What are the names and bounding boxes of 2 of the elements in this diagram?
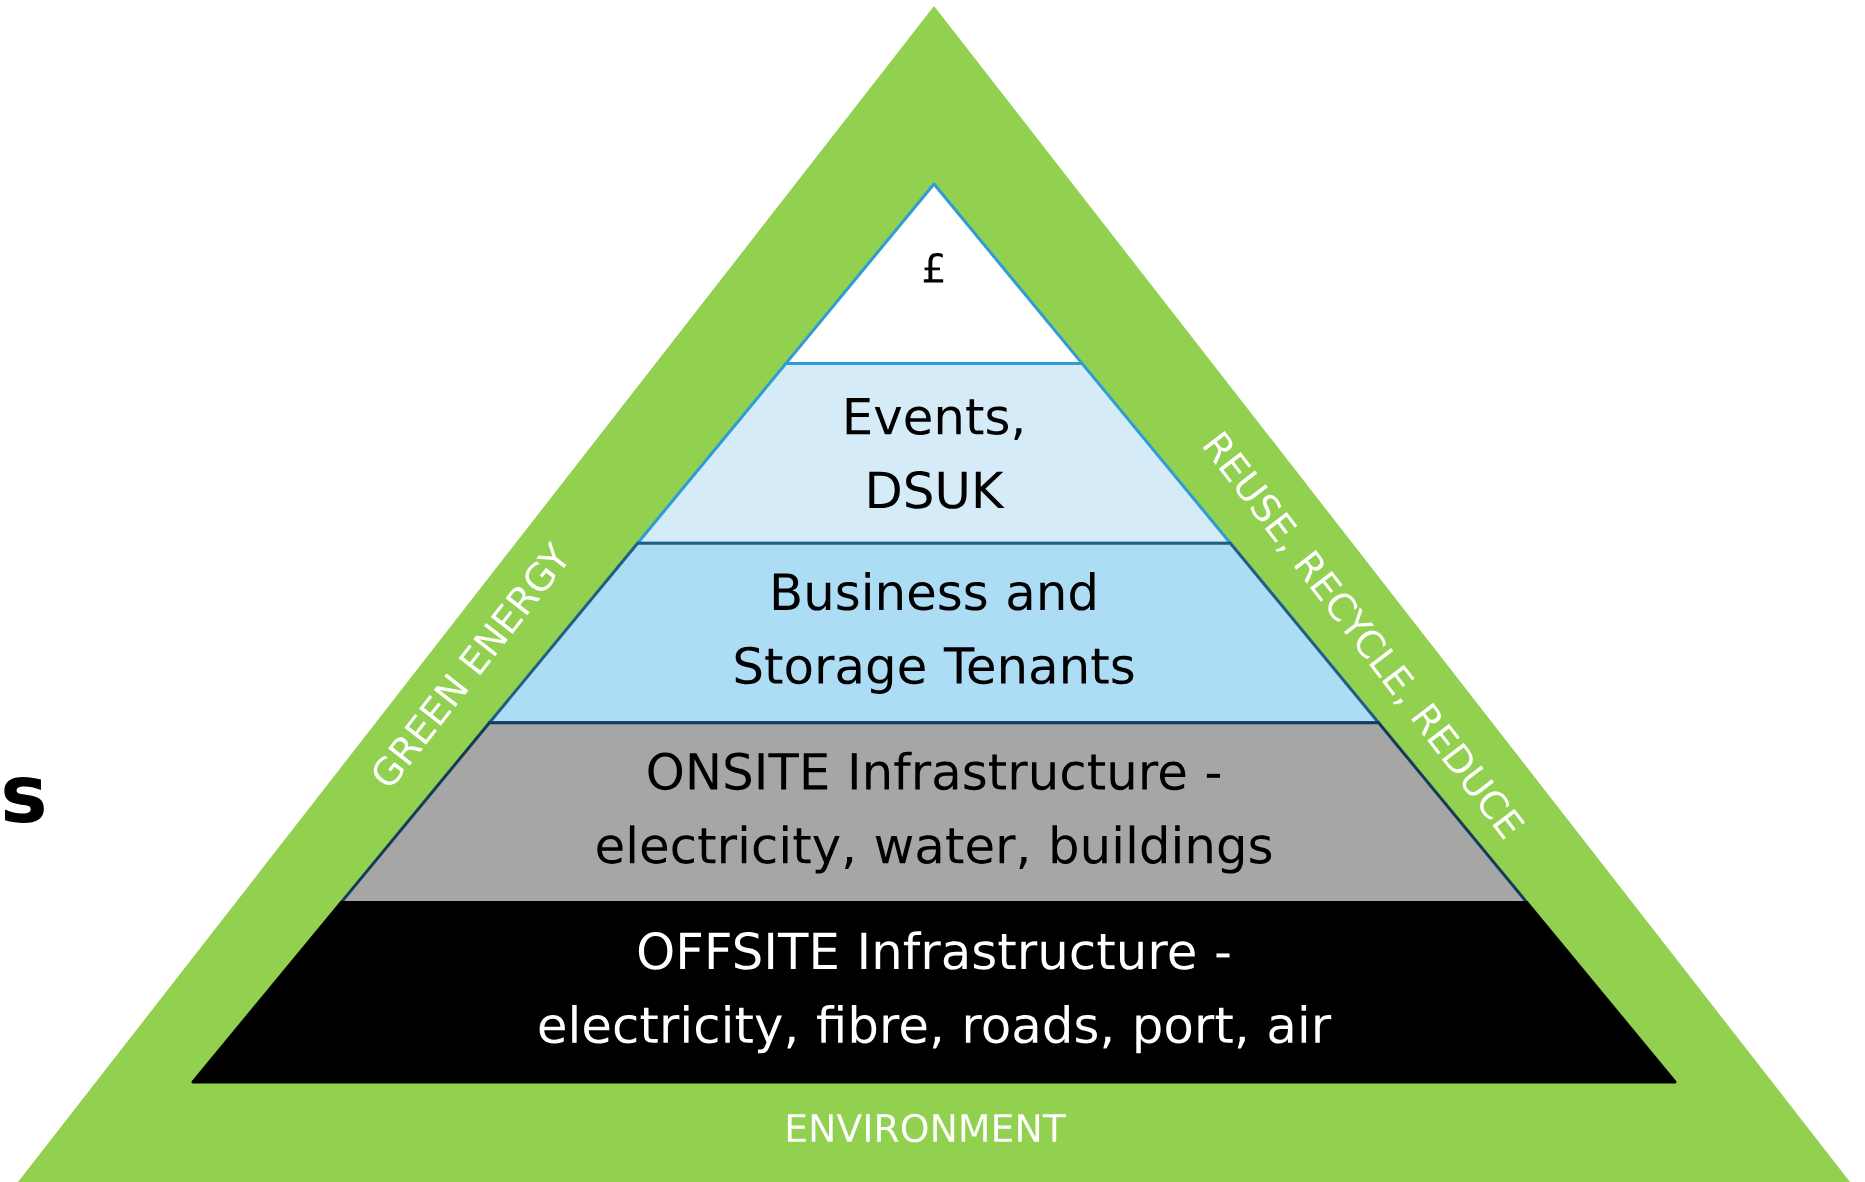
pyramid-band: £ <box>784 182 1084 366</box>
pyramid-band: OFFSITE Infrastructure - electricity, fibre, roads, port, air <box>191 900 1677 1084</box>
